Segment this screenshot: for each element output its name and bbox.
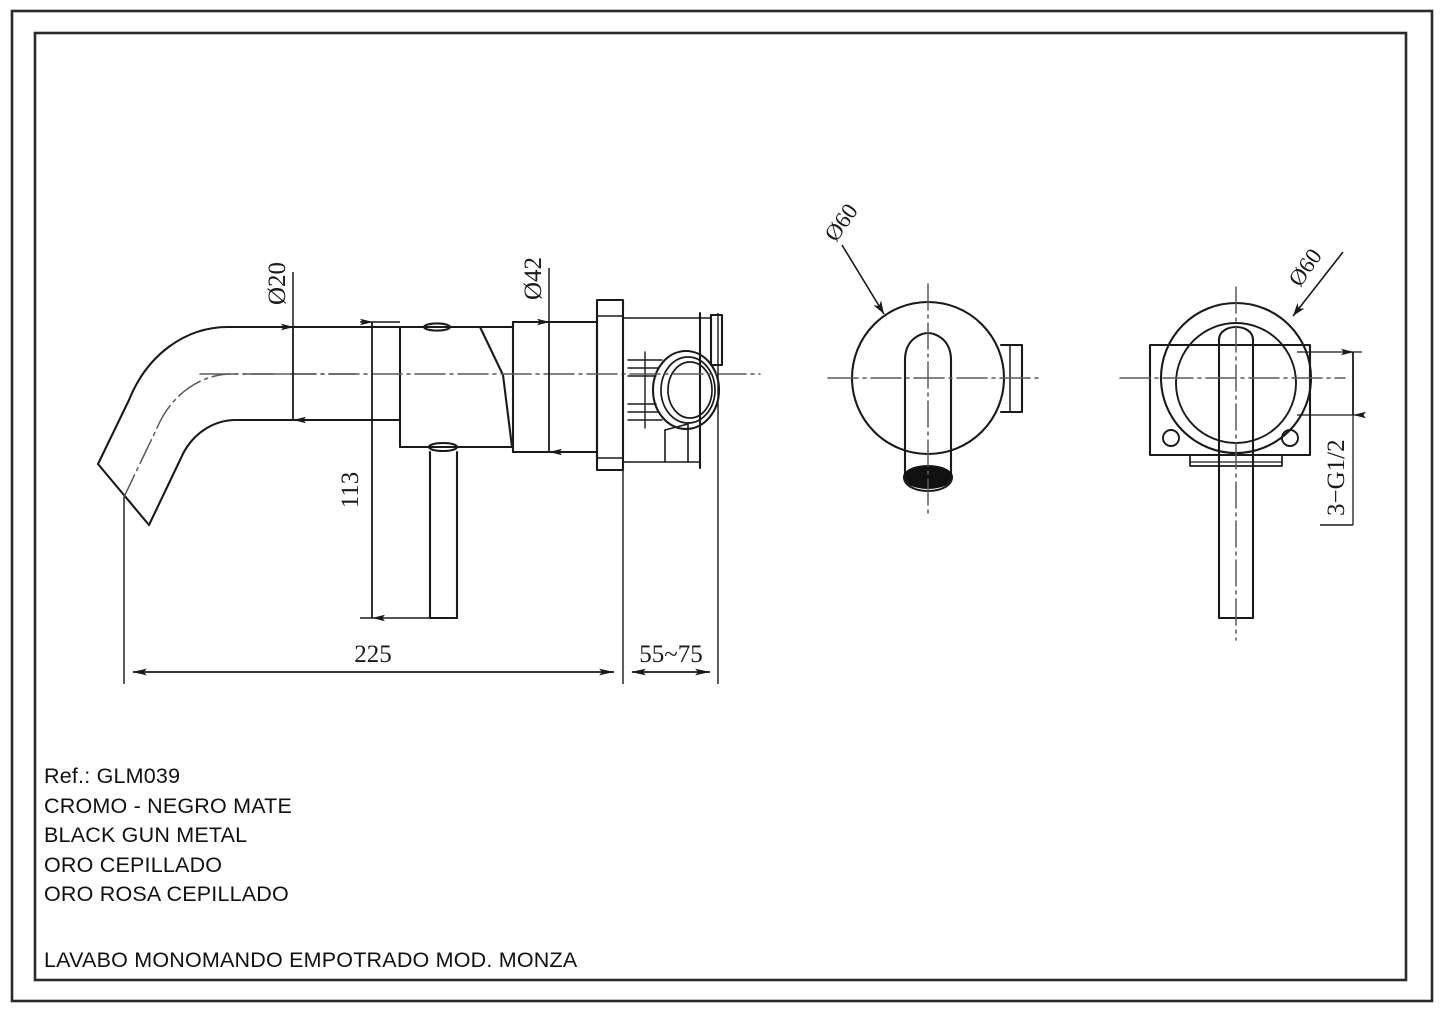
valve-dia60-leader <box>1292 251 1344 317</box>
dim-label-113: 113 <box>337 472 364 509</box>
dim-label-dia20: Ø20 <box>264 262 291 305</box>
cartridge-inner-ring <box>667 361 713 419</box>
dim-label-thread-g12: 3−G1/2 <box>1323 439 1350 516</box>
finish-option-0: CROMO - NEGRO MATE <box>44 793 293 818</box>
outer-frame <box>10 9 1434 1003</box>
side-elevation-view <box>96 298 761 620</box>
valve-screw-hole-right <box>1281 429 1299 447</box>
reference-label: Ref.: GLM039 <box>44 764 181 788</box>
spout-dia60-leader <box>841 244 885 315</box>
body-taper-upper <box>478 325 505 377</box>
body-taper-lower <box>501 373 514 449</box>
dim-label-dia42: Ø42 <box>520 257 547 300</box>
spout-centreline <box>123 373 356 498</box>
cartridge-outer-ring <box>651 349 721 431</box>
spout-view-dimensions <box>841 244 885 315</box>
dim-label-225: 225 <box>354 641 392 668</box>
bracket-upper-tab <box>709 313 724 367</box>
dim-label-valve-dia60: Ø60 <box>1284 244 1327 291</box>
finish-option-2: ORO CEPILLADO <box>44 852 223 877</box>
valve-mounting-plate <box>1148 343 1312 457</box>
body-top-boss <box>422 322 452 332</box>
inner-frame <box>33 31 1408 982</box>
spout-inner-wall <box>147 418 357 527</box>
wall-flange-plate <box>595 298 625 472</box>
spout-front-view <box>827 283 1041 516</box>
specification-block: Ref.: GLM039 CROMO - NEGRO MATE BLACK GU… <box>44 762 292 910</box>
dim-label-spout-dia60: Ø60 <box>820 199 863 246</box>
valve-view-dimensions <box>1292 251 1366 526</box>
spout-outlet-face <box>96 462 151 527</box>
handle-socket-boss <box>427 441 459 453</box>
spout-outer-wall <box>96 325 357 466</box>
finish-option-3: ORO ROSA CEPILLADO <box>44 882 289 906</box>
side-view-dimensions <box>123 268 719 684</box>
valve-screw-hole-left <box>1162 429 1180 447</box>
product-title: LAVABO MONOMANDO EMPOTRADO MOD. MONZA <box>44 948 578 972</box>
finish-option-1: BLACK GUN METAL <box>44 823 248 847</box>
cartridge-mid-ring <box>660 356 716 424</box>
side-view-dimension-labels: Ø20 Ø42 113 225 55~75 <box>264 257 703 668</box>
dim-label-5575: 55~75 <box>639 641 703 668</box>
valve-front-view <box>1119 286 1346 641</box>
